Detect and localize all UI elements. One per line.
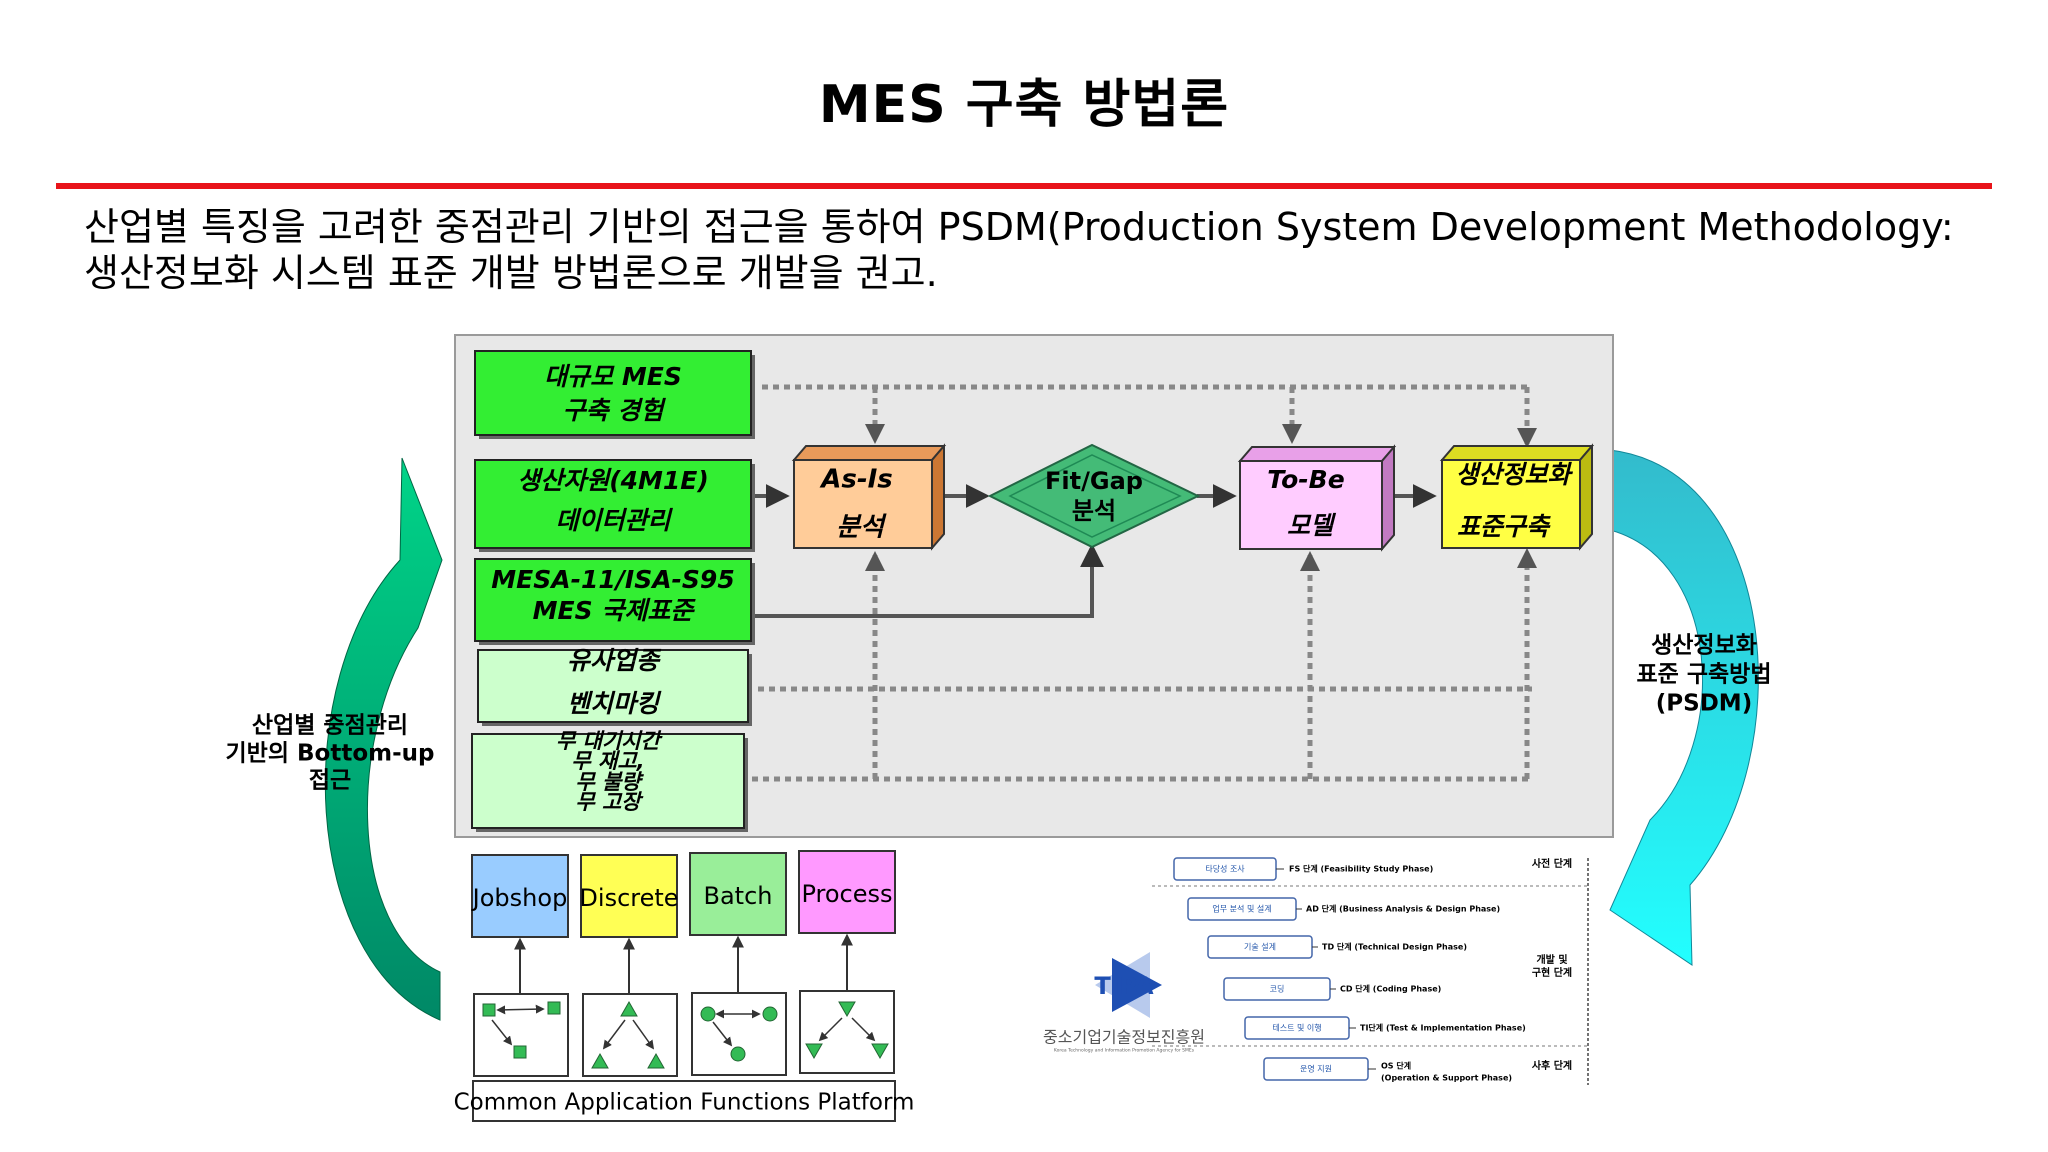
svg-text:운영 지원: 운영 지원 — [1300, 1064, 1332, 1074]
svg-text:(PSDM): (PSDM) — [1656, 691, 1752, 717]
svg-text:사전 단계: 사전 단계 — [1532, 857, 1572, 870]
svg-text:MESA-11/ISA-S95: MESA-11/ISA-S95 — [491, 565, 734, 594]
batch-pattern — [691, 992, 787, 1076]
solid-connectors — [755, 484, 1437, 618]
svg-text:생산정보화: 생산정보화 — [1651, 633, 1757, 659]
svg-text:생산정보화: 생산정보화 — [1455, 460, 1573, 489]
svg-text:무 대기시간: 무 대기시간 — [556, 729, 663, 753]
fitgap-analysis-diamond: Fit/Gap 분석 — [987, 443, 1201, 549]
process-pattern — [799, 990, 895, 1074]
svg-text:Process: Process — [801, 880, 892, 908]
discrete-pattern — [582, 993, 678, 1077]
svg-text:생산자원(4M1E): 생산자원(4M1E) — [517, 466, 709, 495]
svg-text:Fit/Gap: Fit/Gap — [1045, 467, 1143, 495]
intro-line-2: 생산정보화 시스템 표준 개발 방법론으로 개발을 권고. — [84, 251, 938, 295]
slide-title: MES 구축 방법론 — [818, 75, 1230, 135]
svg-text:Korea Technology and Informati: Korea Technology and Information Promoti… — [1054, 1048, 1195, 1054]
phase-row: 업무 분석 및 설계 AD 단계 (Business Analysis & De… — [1187, 897, 1500, 921]
svg-text:AD 단계 (Business Analysis & Des: AD 단계 (Business Analysis & Design Phase) — [1306, 904, 1500, 914]
common-platform-bar: Common Application Functions Platform — [454, 1080, 915, 1122]
intro-text: 산업별 특징을 고려한 중점관리 기반의 접근을 통하여 PSDM(Produc… — [84, 204, 1974, 296]
svg-text:대규모 MES: 대규모 MES — [544, 362, 682, 391]
phase-row: 타당성 조사 FS 단계 (Feasibility Study Phase) — [1173, 857, 1433, 881]
bottom-up-curved-arrow — [324, 457, 443, 1021]
standard-build-box: 생산정보화 표준구축 — [1439, 443, 1595, 551]
svg-text:As-Is: As-Is — [819, 465, 893, 495]
svg-text:산업별 중점관리: 산업별 중점관리 — [252, 713, 408, 739]
svg-text:테스트 및 이행: 테스트 및 이행 — [1272, 1023, 1321, 1033]
input-box-zero-goals: 무 대기시간 무 재고, 무 불량 무 고장 — [471, 729, 748, 832]
svg-text:(Operation & Support Phase): (Operation & Support Phase) — [1381, 1074, 1512, 1083]
svg-text:무 재고,: 무 재고, — [571, 749, 644, 773]
svg-text:구현 단계: 구현 단계 — [1532, 966, 1572, 979]
svg-text:To-Be: To-Be — [1267, 465, 1344, 494]
industry-jobshop-box: Jobshop — [471, 854, 569, 938]
psdm-phase-chart: 사전 단계 개발 및 구현 단계 사후 단계 타당성 조사 FS 단계 (Fea… — [1152, 857, 1589, 1085]
svg-text:TI단계 (Test & Implementation Ph: TI단계 (Test & Implementation Phase) — [1360, 1023, 1526, 1033]
title-divider — [56, 183, 1992, 189]
bottom-up-label: 산업별 중점관리 기반의 Bottom-up 접근 — [226, 713, 435, 794]
industry-up-arrows — [514, 933, 853, 995]
input-box-large-mes: 대규모 MES 구축 경험 — [474, 350, 755, 439]
svg-text:TD 단계 (Technical Design Phase): TD 단계 (Technical Design Phase) — [1322, 942, 1467, 952]
input-box-mesa-standard: MESA-11/ISA-S95 MES 국제표준 — [474, 558, 755, 645]
phase-row: 운영 지원 OS 단계 (Operation & Support Phase) — [1263, 1057, 1512, 1083]
svg-text:업무 분석 및 설계: 업무 분석 및 설계 — [1212, 904, 1271, 914]
svg-text:OS 단계: OS 단계 — [1381, 1061, 1411, 1071]
svg-text:Jobshop: Jobshop — [471, 884, 568, 912]
psdm-label: 생산정보화 표준 구축방법 (PSDM) — [1637, 633, 1772, 717]
svg-text:TIPA: TIPA — [1094, 972, 1154, 1000]
jobshop-pattern — [473, 993, 569, 1077]
svg-text:표준구축: 표준구축 — [1457, 512, 1551, 541]
svg-text:코딩: 코딩 — [1270, 984, 1285, 994]
input-box-benchmarking: 유사업종 벤치마킹 — [477, 646, 752, 726]
svg-text:타당성 조사: 타당성 조사 — [1205, 864, 1245, 874]
industry-process-box: Process — [798, 850, 896, 934]
asis-analysis-box: As-Is 분석 — [791, 443, 947, 551]
tipa-logo: TIPA 중소기업기술정보진흥원 Korea Technology and In… — [1043, 952, 1205, 1054]
industry-discrete-box: Discrete — [579, 854, 679, 938]
svg-text:유사업종: 유사업종 — [567, 646, 662, 675]
phase-row: 테스트 및 이행 TI단계 (Test & Implementation Pha… — [1244, 1016, 1526, 1040]
svg-text:중소기업기술정보진흥원: 중소기업기술정보진흥원 — [1043, 1028, 1205, 1047]
svg-text:무 불량: 무 불량 — [575, 770, 644, 794]
svg-text:표준 구축방법: 표준 구축방법 — [1637, 662, 1772, 688]
phase-row: 기술 설계 TD 단계 (Technical Design Phase) — [1207, 935, 1467, 959]
svg-text:Discrete: Discrete — [579, 884, 678, 912]
svg-text:CD 단계 (Coding Phase): CD 단계 (Coding Phase) — [1340, 984, 1441, 994]
svg-text:개발 및: 개발 및 — [1536, 953, 1567, 966]
tobe-model-box: To-Be 모델 — [1237, 444, 1397, 552]
industry-batch-box: Batch — [689, 852, 787, 936]
svg-text:무 고장: 무 고장 — [575, 790, 644, 814]
svg-text:구축 경험: 구축 경험 — [563, 396, 667, 425]
svg-text:모델: 모델 — [1287, 511, 1337, 540]
svg-text:Batch: Batch — [704, 882, 773, 910]
svg-text:데이터관리: 데이터관리 — [555, 506, 673, 535]
svg-text:벤치마킹: 벤치마킹 — [567, 689, 662, 718]
svg-text:MES 국제표준: MES 국제표준 — [533, 596, 697, 625]
dotted-connectors — [752, 384, 1537, 782]
svg-text:접근: 접근 — [309, 768, 351, 794]
svg-text:Common Application Functions P: Common Application Functions Platform — [454, 1090, 915, 1116]
svg-text:사후 단계: 사후 단계 — [1532, 1059, 1572, 1072]
input-box-4m1e: 생산자원(4M1E) 데이터관리 — [474, 459, 755, 552]
psdm-curved-arrow — [1609, 449, 1759, 966]
svg-text:분석: 분석 — [1072, 497, 1116, 525]
svg-text:FS 단계 (Feasibility Study Phase: FS 단계 (Feasibility Study Phase) — [1289, 864, 1433, 874]
intro-line-1: 산업별 특징을 고려한 중점관리 기반의 접근을 통하여 PSDM(Produc… — [84, 205, 1954, 249]
phase-row: 코딩 CD 단계 (Coding Phase) — [1223, 977, 1441, 1001]
svg-text:기반의 Bottom-up: 기반의 Bottom-up — [226, 741, 435, 767]
svg-text:분석: 분석 — [836, 513, 887, 543]
svg-text:기술 설계: 기술 설계 — [1244, 942, 1276, 952]
